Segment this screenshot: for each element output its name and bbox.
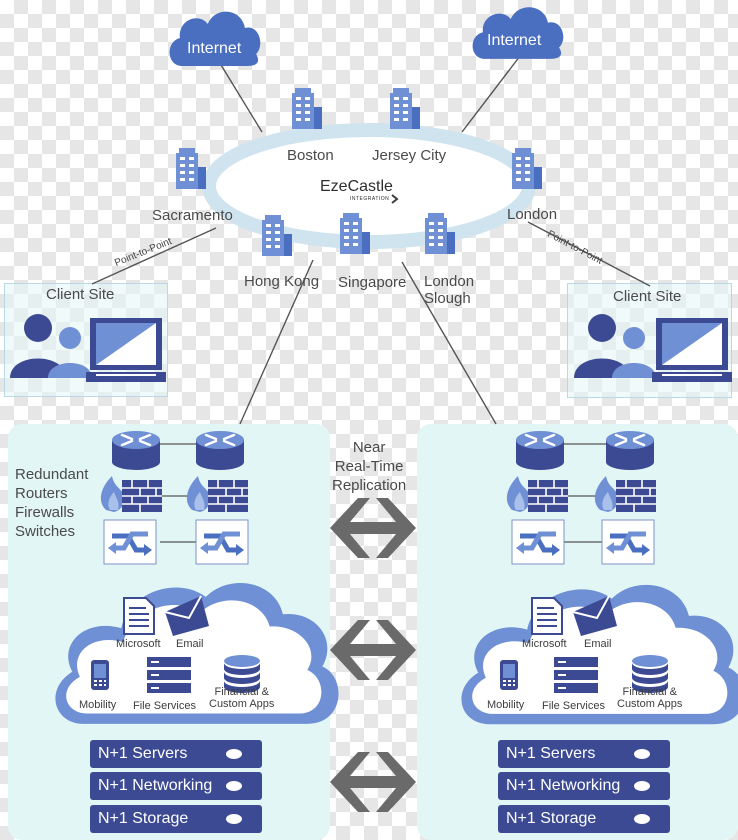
firewall-icon [594, 475, 657, 513]
redundant-equipment-label: Redundant Routers Firewalls Switches [15, 466, 89, 540]
internet-label-left: Internet [187, 40, 242, 57]
replication-double-arrow-icon [330, 752, 416, 812]
right-network-equipment [506, 429, 657, 564]
firewall-icon [100, 475, 163, 513]
status-dot-icon [226, 814, 242, 824]
tier-label: N+1 Networking [98, 777, 213, 794]
right-client-people-icon [574, 314, 656, 378]
firewall-icon [186, 475, 249, 513]
router-icon [110, 429, 162, 472]
tier-bar-servers-right: N+1 Servers [498, 740, 670, 768]
boston-building-icon [292, 88, 322, 129]
service-file-services: File Services [133, 700, 196, 712]
location-singapore: Singapore [338, 274, 407, 291]
client-site-label-left: Client Site [46, 286, 115, 303]
right-client-computer-icon [652, 318, 732, 382]
mobility-phone-icon [500, 660, 518, 690]
service-financial-apps: Financial & Custom Apps [617, 686, 683, 710]
tier-label: N+1 Networking [506, 777, 621, 794]
eze-castle-logo-icon [391, 194, 399, 204]
location-sacramento: Sacramento [152, 207, 233, 224]
location-hong-kong: Hong Kong [244, 273, 320, 290]
service-mobility: Mobility [79, 699, 117, 711]
internet-label-right: Internet [487, 32, 542, 49]
mobility-phone-icon [91, 660, 109, 690]
microsoft-document-icon [123, 597, 155, 635]
router-icon [514, 429, 566, 472]
service-email: Email [176, 638, 204, 650]
left-client-people-icon [10, 314, 92, 378]
service-file-services: File Services [542, 700, 605, 712]
status-dot-icon [226, 781, 242, 791]
firewall-icon [506, 475, 569, 513]
tier-bar-networking-left: N+1 Networking [90, 772, 262, 800]
status-dot-icon [634, 781, 650, 791]
eze-castle-logo-text: EzeCastle [320, 178, 393, 195]
connection-lines [91, 55, 651, 425]
service-mobility: Mobility [487, 699, 525, 711]
tier-bar-servers-left: N+1 Servers [90, 740, 262, 768]
eze-castle-logo-tagline: INTEGRATION [350, 196, 390, 202]
sacramento-building-icon [176, 148, 206, 189]
replication-double-arrow-icon [330, 620, 416, 680]
tier-label: N+1 Storage [98, 810, 189, 827]
left-client-computer-icon [86, 318, 166, 382]
service-email: Email [584, 638, 612, 650]
location-london: London [507, 206, 558, 223]
switch-icon [602, 520, 654, 564]
tier-bar-storage-right: N+1 Storage [498, 805, 670, 833]
internet-cloud-left-icon [169, 11, 261, 66]
replication-label: Near Real-Time Replication [332, 439, 407, 494]
london-building-icon [512, 148, 542, 189]
tier-label: N+1 Servers [506, 745, 596, 762]
location-london-slough: London Slough [424, 273, 475, 307]
file-services-server-icon [554, 657, 598, 693]
router-icon [604, 429, 656, 472]
tier-label: N+1 Servers [98, 745, 188, 762]
tier-bar-networking-right: N+1 Networking [498, 772, 670, 800]
status-dot-icon [634, 749, 650, 759]
switch-icon [196, 520, 248, 564]
status-dot-icon [226, 749, 242, 759]
switch-icon [104, 520, 156, 564]
service-microsoft: Microsoft [522, 638, 567, 650]
microsoft-document-icon [531, 597, 563, 635]
client-site-label-right: Client Site [613, 288, 682, 305]
file-services-server-icon [147, 657, 191, 693]
tier-label: N+1 Storage [506, 810, 597, 827]
tier-bar-storage-left: N+1 Storage [90, 805, 262, 833]
switch-icon [512, 520, 564, 564]
status-dot-icon [634, 814, 650, 824]
service-microsoft: Microsoft [116, 638, 161, 650]
router-icon [194, 429, 246, 472]
location-jersey-city: Jersey City [372, 147, 447, 164]
replication-double-arrow-icon [330, 498, 416, 558]
service-financial-apps: Financial & Custom Apps [209, 686, 275, 710]
location-boston: Boston [287, 147, 334, 164]
left-network-equipment [100, 429, 249, 564]
jersey-city-building-icon [390, 88, 420, 129]
